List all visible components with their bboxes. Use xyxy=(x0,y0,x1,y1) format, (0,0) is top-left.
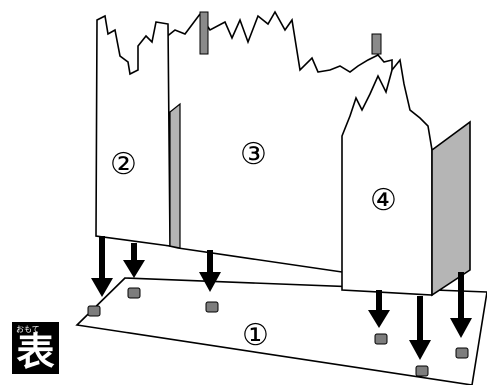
left-tower-panel xyxy=(95,14,171,247)
front-label-ruby: おもて xyxy=(16,325,40,334)
center-wall-tab xyxy=(199,11,209,55)
right-top-tab xyxy=(371,33,382,55)
label-part-2: ② xyxy=(110,147,137,182)
label-part-3: ③ xyxy=(240,137,267,172)
base-slots xyxy=(87,287,469,377)
arrow-3 xyxy=(199,250,221,292)
arrow-5 xyxy=(409,296,431,360)
arrow-4 xyxy=(368,290,390,328)
front-label-box xyxy=(12,322,59,374)
arrow-6 xyxy=(450,272,472,338)
arrow-1 xyxy=(91,236,113,297)
left-tower-side xyxy=(169,102,181,249)
arrow-2 xyxy=(123,243,145,278)
insert-arrows xyxy=(91,236,472,360)
front-label-kanji: 表 xyxy=(16,330,55,374)
label-part-4: ④ xyxy=(370,183,397,218)
right-building-side xyxy=(431,120,471,297)
label-part-1: ① xyxy=(242,318,269,353)
